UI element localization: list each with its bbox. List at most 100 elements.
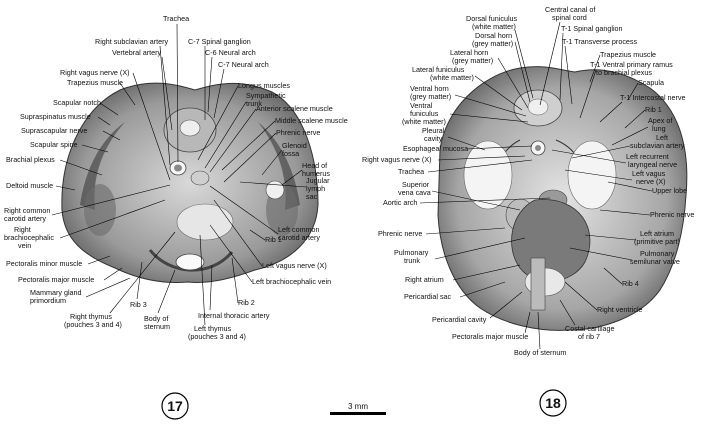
label-18-ventral-horn-line2: (grey matter) <box>410 92 451 101</box>
figure-18-labels: Dorsal funiculus (white matter) Central … <box>362 5 694 357</box>
label-17-longus-muscles: Longus muscles <box>238 81 290 90</box>
label-17-right-subclavian-artery: Right subclavian artery <box>95 37 169 46</box>
label-18-t1-spinal-ganglion: T-1 Spinal ganglion <box>561 24 623 33</box>
label-18-pleural-cavity-line2: cavity <box>424 134 443 143</box>
label-17-pectoralis-major: Pectoralis major muscle <box>18 275 94 284</box>
label-17-right-brachiocephalic-line1: Right <box>14 225 31 234</box>
label-17-trachea: Trachea <box>163 14 189 23</box>
label-17-trapezius-muscle: Trapezius muscle <box>67 78 123 87</box>
label-17-pectoralis-minor: Pectoralis minor muscle <box>6 259 82 268</box>
label-18-left-atrium-line1: Left atrium <box>640 229 674 238</box>
label-18-costal-cartilage-line2: of rib 7 <box>578 332 600 341</box>
scale-bar-line <box>330 412 386 415</box>
label-17-sympathetic-trunk-line2: trunk <box>246 99 262 108</box>
label-17-internal-thoracic: Internal thoracic artery <box>198 311 270 320</box>
label-18-ventral-horn-line1: Ventral horn <box>410 84 449 93</box>
scale-bar: 3 mm <box>330 402 386 415</box>
figure-number-17: 17 <box>161 392 189 420</box>
label-18-left-subclavian-line2: subclavian artery <box>630 141 685 150</box>
label-18-t1-ventral-ramus-line2: to brachial plexus <box>596 68 652 77</box>
label-17-right-common-carotid-line1: Right common <box>4 206 50 215</box>
label-17-head-of-humerus-line2: humerus <box>302 169 330 178</box>
label-18-ventral-funiculus-line1: Ventral <box>410 101 433 110</box>
label-17-head-of-humerus-line1: Head of <box>302 161 327 170</box>
scale-bar-label: 3 mm <box>348 402 368 411</box>
label-17-mammary-gland-line1: Mammary gland <box>30 288 82 297</box>
label-18-rib1: Rib 1 <box>645 105 662 114</box>
label-17-deltoid: Deltoid muscle <box>6 181 53 190</box>
label-17-right-thymus-line2: (pouches 3 and 4) <box>64 320 122 329</box>
label-17-suprascapular-nerve: Suprascapular nerve <box>21 126 87 135</box>
label-18-dorsal-funiculus-line1: Dorsal funiculus <box>466 14 518 23</box>
label-18-pulmonary-valve-line2: semilunar valve <box>630 257 680 266</box>
label-17-right-brachiocephalic-line3: vein <box>18 241 31 250</box>
figure-number-17-text: 17 <box>167 398 183 414</box>
label-17-left-common-carotid-line2: carotid artery <box>278 233 320 242</box>
label-18-left-vagus-nerve-line1: Left vagus <box>632 169 666 178</box>
label-18-lateral-funiculus-line2: (white matter) <box>430 73 474 82</box>
label-18-lateral-funiculus-line1: Lateral funiculus <box>412 65 465 74</box>
label-18-trapezius-muscle: Trapezius muscle <box>600 50 656 59</box>
label-18-pericardial-sac: Pericardial sac <box>404 292 452 301</box>
label-17-left-brachiocephalic-vein: Left brachiocephalic vein <box>252 277 331 286</box>
label-18-pleural-cavity-line1: Pleural <box>422 126 445 135</box>
label-18-lateral-horn-line1: Lateral horn <box>450 48 488 57</box>
label-18-pulmonary-trunk-line1: Pulmonary <box>394 248 429 257</box>
label-18-lateral-horn-line2: (grey matter) <box>452 56 493 65</box>
label-17-right-vagus-nerve: Right vagus nerve (X) <box>60 68 130 77</box>
label-18-phrenic-nerve-right: Phrenic nerve <box>378 229 422 238</box>
label-18-central-canal-line1: Central canal of <box>545 5 595 14</box>
label-18-dorsal-funiculus-line2: (white matter) <box>472 22 516 31</box>
label-18-ventral-funiculus-line3: (white matter) <box>402 117 446 126</box>
label-17-mammary-gland-line2: primordium <box>30 296 66 305</box>
label-17-sympathetic-trunk-line1: Sympathetic <box>246 91 286 100</box>
label-17-supraspinatus: Supraspinatus muscle <box>20 112 91 121</box>
label-18-left-recurrent-laryngeal-line1: Left recurrent <box>626 152 669 161</box>
label-17-left-thymus-line2: (pouches 3 and 4) <box>188 332 246 341</box>
label-17-c7-neural-arch: C-7 Neural arch <box>218 60 269 69</box>
label-18-pericardial-cavity: Pericardial cavity <box>432 315 487 324</box>
label-17-jugular-lymph-sac-line1: Jugular <box>306 176 330 185</box>
label-18-left-vagus-nerve-line2: nerve (X) <box>636 177 666 186</box>
label-17-glenoid-fossa-line2: fossa <box>282 149 299 158</box>
label-18-upper-lobe: Upper lobe <box>652 186 687 195</box>
label-17-right-brachiocephalic-line2: brachiocephalic <box>4 233 54 242</box>
label-18-esophageal-mucosa: Esophageal mucosa <box>403 144 468 153</box>
label-17-left-vagus-nerve: Left vagus nerve (X) <box>262 261 327 270</box>
label-18-t1-transverse-process: T-1 Transverse process <box>562 37 638 46</box>
label-18-aortic-arch: Aortic arch <box>383 198 417 207</box>
label-17-scapular-notch: Scapular notch <box>53 98 101 107</box>
label-18-costal-cartilage-line1: Costal cartilage <box>565 324 615 333</box>
label-17-scapular-spine: Scapular spine <box>30 140 78 149</box>
section-18-image <box>437 66 688 331</box>
label-17-vertebral-artery: Vertebral artery <box>112 48 162 57</box>
label-18-ventral-funiculus-line2: funiculus <box>410 109 439 118</box>
label-17-left-thymus-line1: Left thymus <box>194 324 232 333</box>
label-18-t1-intercostal-nerve: T-1 Intercostal nerve <box>620 93 686 102</box>
label-18-dorsal-horn-line1: Dorsal horn <box>475 31 512 40</box>
label-17-c6-neural-arch: C-6 Neural arch <box>205 48 256 57</box>
label-17-c7-spinal-ganglion: C-7 Spinal ganglion <box>188 37 251 46</box>
label-17-jugular-lymph-sac-line3: sac <box>306 192 318 201</box>
label-18-scapula: Scapula <box>638 78 664 87</box>
label-18-pectoralis-major: Pectoralis major muscle <box>452 332 528 341</box>
label-18-superior-vena-cava-line1: Superior <box>402 180 430 189</box>
label-18-left-atrium-line2: (primitive part) <box>634 237 680 246</box>
label-17-middle-scalene: Middle scalene muscle <box>275 116 348 125</box>
label-17-phrenic-nerve: Phrenic nerve <box>276 128 320 137</box>
label-18-trachea: Trachea <box>398 167 424 176</box>
label-18-right-atrium: Right atrium <box>405 275 444 284</box>
label-17-body-of-sternum-line1: Body of <box>144 314 168 323</box>
label-18-apex-of-lung-line2: lung <box>652 124 666 133</box>
label-18-right-ventricle: Right ventricle <box>597 305 643 314</box>
figure-17-labels: Trachea Right subclavian artery Vertebra… <box>4 14 348 341</box>
label-18-phrenic-nerve-left: Phrenic nerve <box>650 210 694 219</box>
label-18-central-canal-line2: spinal cord <box>552 13 587 22</box>
label-18-t1-ventral-ramus-line1: T-1 Ventral primary ramus <box>590 60 673 69</box>
label-17-brachial-plexus: Brachial plexus <box>6 155 55 164</box>
label-17-left-common-carotid-line1: Left common <box>278 225 320 234</box>
label-18-left-subclavian-line1: Left <box>656 133 668 142</box>
label-17-anterior-scalene: Anterior scalene muscle <box>256 104 333 113</box>
label-17-glenoid-fossa-line1: Glenoid <box>282 141 307 150</box>
